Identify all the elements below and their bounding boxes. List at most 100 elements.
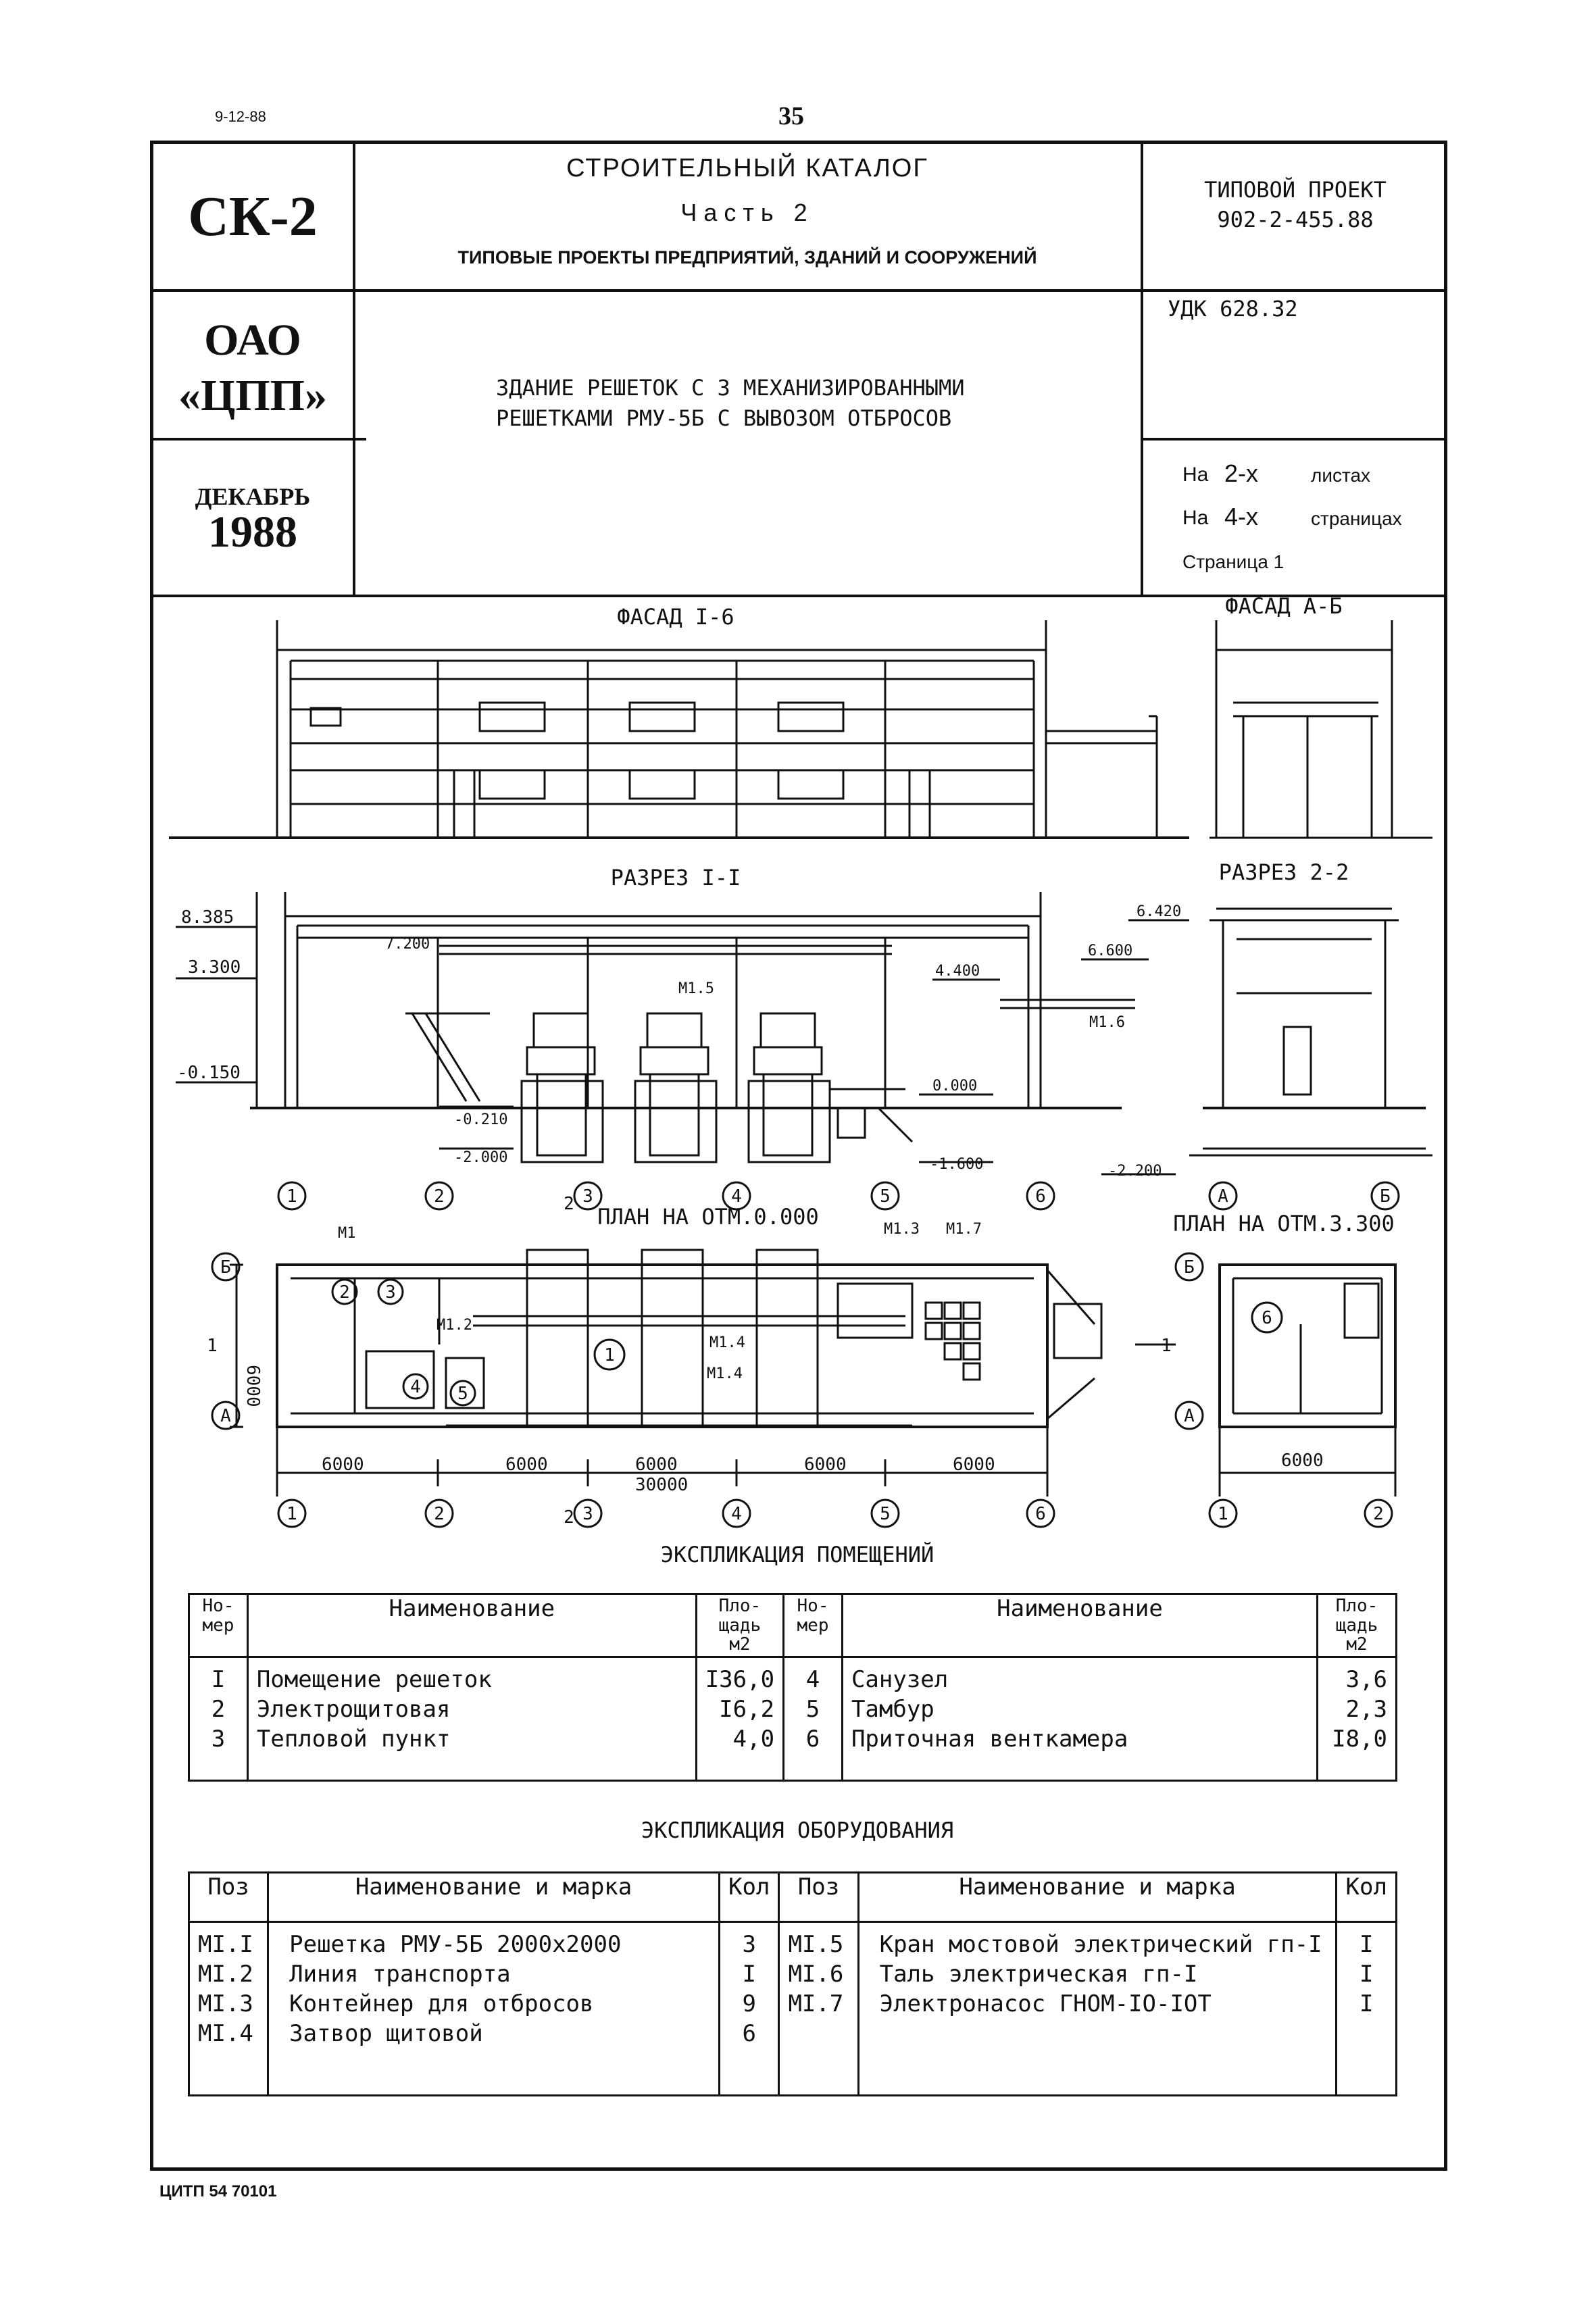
pages-value: 4-х (1224, 503, 1259, 530)
equipment-name: Решетка РМУ-5Б 2000x2000 (267, 1921, 720, 1959)
project-label: ТИПОВОЙ ПРОЕКТ (1204, 177, 1387, 203)
table-row: I Помещение решеток I36,0 4 Санузел 3,6 (188, 1657, 1397, 1694)
room-area: I8,0 (1316, 1724, 1397, 1782)
facade-a-b (1210, 620, 1432, 839)
equipment-pos (778, 2019, 859, 2096)
axis-3-top: 3 (582, 1186, 593, 1207)
equipment-pos: МI.7 (778, 1989, 859, 2019)
project-title-line1: ЗДАНИЕ РЕШЕТОК С 3 МЕХАНИЗИРОВАННЫМИ (496, 375, 965, 401)
right-column-divider (1141, 141, 1143, 595)
udk-code: УДК 628.32 (1168, 296, 1298, 322)
elev-m2200: -2.200 (1108, 1163, 1162, 1180)
cut-2-top: 2 (564, 1194, 574, 1214)
page-label: Страница 1 (1182, 551, 1285, 572)
room-name: Санузел (841, 1657, 1319, 1694)
equipment-name: Затвор щитовой (267, 2019, 720, 2096)
equipment-qty: I (1335, 1989, 1397, 2019)
room-number: 5 (782, 1694, 843, 1724)
org-name-line1: ОАО (204, 316, 301, 365)
axis-b-plan3300: Б (1184, 1257, 1195, 1278)
axis-6-top: 6 (1035, 1186, 1046, 1207)
elev-m1600: -1.600 (930, 1156, 983, 1173)
udk-divider (1142, 438, 1447, 441)
equipment-pos: МI.5 (778, 1921, 859, 1959)
dim-30000: 30000 (635, 1475, 688, 1495)
section-2-2-title: РАЗРЕЗ 2-2 (1219, 859, 1349, 885)
plan-3-300 (1135, 1263, 1397, 1496)
room-name: Электрощитовая (246, 1694, 697, 1724)
room-name: Тамбур (841, 1694, 1319, 1724)
room-name: Тепловой пункт (246, 1724, 697, 1782)
equipment-qty (1335, 2019, 1397, 2096)
cut-1-left: 1 (207, 1336, 218, 1356)
section-1-1 (250, 892, 1135, 1163)
equipment-name: Таль электрическая гп-I (857, 1959, 1338, 1989)
axis-2-plan3300: 2 (1373, 1504, 1384, 1524)
equipment-qty: I (1335, 1921, 1397, 1959)
room-number: 3 (188, 1724, 249, 1782)
table-row: МI.2 Линия транспорта I МI.6 Таль электр… (187, 1959, 1397, 1989)
org-name-line2: «ЦПП» (178, 371, 327, 420)
mark-m14a: М1.4 (709, 1334, 745, 1351)
room-5-marker: 5 (457, 1384, 468, 1404)
room-3-marker: 3 (385, 1282, 396, 1303)
axis-1-plan3300: 1 (1218, 1504, 1228, 1524)
axis-3-bottom: 3 (582, 1504, 593, 1524)
plan-0-000 (230, 1249, 1103, 1496)
footer-code: ЦИТП 54 70101 (159, 2182, 277, 2200)
series-code: СК-2 (188, 185, 318, 248)
org-divider (150, 438, 366, 441)
axis-a-section: А (1218, 1186, 1228, 1207)
axis-4-top: 4 (731, 1186, 742, 1207)
equipment-pos: МI.I (187, 1921, 270, 1959)
pages-label: страницах (1311, 508, 1402, 529)
elev-8385: 8.385 (181, 907, 234, 928)
rooms-table-header: Но-мер Наименование Пло-щадь м2 Но-мер Н… (188, 1593, 1397, 1658)
mark-m14b: М1.4 (707, 1365, 743, 1382)
room-area: 4,0 (695, 1724, 785, 1782)
facade-1-6 (169, 620, 1189, 839)
header-name-2: Наименование (841, 1593, 1319, 1658)
table-row: МI.4 Затвор щитовой 6 (187, 2019, 1397, 2096)
date-year: 1988 (208, 507, 297, 557)
room-area: 2,3 (1316, 1694, 1397, 1724)
header-divider (150, 289, 1447, 292)
header-name: Наименование (246, 1593, 697, 1658)
dim-6000-right: 6000 (1281, 1451, 1324, 1471)
axis-b-plan: Б (220, 1257, 231, 1278)
mark-m13: М1.3 (884, 1221, 920, 1238)
room-4-marker: 4 (410, 1377, 421, 1397)
sheets-prefix: На (1182, 463, 1209, 486)
section-1-1-title: РАЗРЕЗ I-I (611, 865, 741, 890)
date-code: 9-12-88 (215, 108, 266, 125)
equipment-name: Электронасос ГНОМ-IO-IOT (857, 1989, 1338, 2019)
rooms-table: Но-мер Наименование Пло-щадь м2 Но-мер Н… (188, 1593, 1397, 1782)
table-row: 3 Тепловой пункт 4,0 6 Приточная венткам… (188, 1724, 1397, 1782)
mark-m1: М1 (338, 1225, 356, 1242)
room-name: Помещение решеток (246, 1657, 697, 1694)
header-number-2: Но-мер (782, 1593, 843, 1658)
equipment-table-title: ЭКСПЛИКАЦИЯ ОБОРУДОВАНИЯ (641, 1817, 954, 1843)
equipment-pos: МI.4 (187, 2019, 270, 2096)
elev-m2000: -2.000 (454, 1149, 507, 1166)
room-name: Приточная венткамера (841, 1724, 1319, 1782)
equipment-name (857, 2019, 1338, 2096)
page-frame (150, 141, 1447, 2171)
elev-7200: 7.200 (385, 936, 430, 953)
dim-6000-b: 6000 (505, 1455, 548, 1475)
rooms-table-title: ЭКСПЛИКАЦИЯ ПОМЕЩЕНИЙ (660, 1542, 934, 1567)
axis-b-section: Б (1380, 1186, 1391, 1207)
axis-5-top: 5 (880, 1186, 891, 1207)
pages-prefix: На (1182, 507, 1209, 529)
axis-markers (211, 1181, 1400, 1528)
room-area: I6,2 (695, 1694, 785, 1724)
axis-2-bottom: 2 (434, 1504, 445, 1524)
elev-m0150: -0.150 (177, 1063, 241, 1083)
equipment-name: Линия транспорта (267, 1959, 720, 1989)
header-name-2: Наименование и марка (857, 1871, 1338, 1923)
dim-6000-c: 6000 (635, 1455, 678, 1475)
equipment-qty: I (1335, 1959, 1397, 1989)
sheets-value: 2-х (1224, 459, 1259, 487)
page-number: 35 (778, 102, 804, 130)
